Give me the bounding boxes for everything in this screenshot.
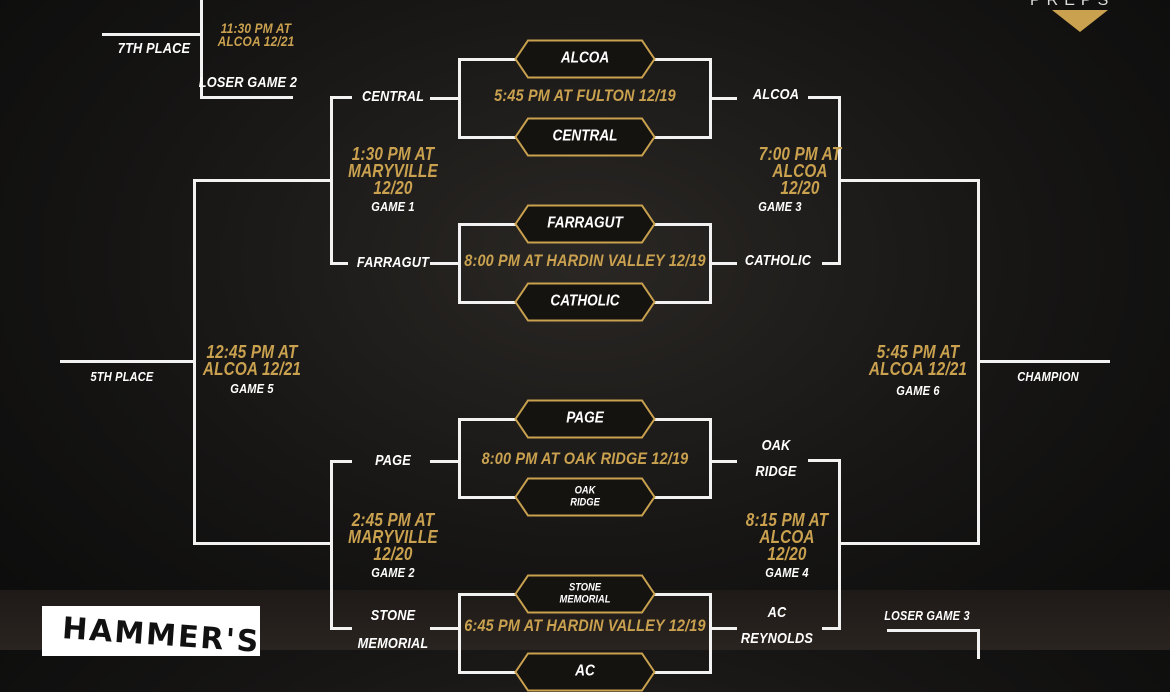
game3-time: 7:00 PM AT ALCOA 12/20 — [758, 144, 842, 199]
matchup-1-top-team: ALCOA — [514, 39, 656, 79]
loser-game-2-label: LOSER GAME 2 — [198, 74, 298, 91]
game1-team-top: CENTRAL — [361, 88, 425, 105]
matchup-2-bottom-team: CATHOLIC — [514, 282, 656, 322]
game2-time: 2:45 PM AT MARYVILLE 12/20 — [348, 510, 438, 565]
game4-team-bottom: AC REYNOLDS — [740, 604, 814, 648]
game1-label: GAME 1 — [371, 199, 415, 214]
preps-logo: PREPS — [1030, 0, 1115, 9]
game6-time: 5:45 PM AT ALCOA 12/21 — [868, 342, 968, 380]
matchup-4-bottom-team: AC — [514, 652, 656, 692]
matchup-2-time: 8:00 PM AT HARDIN VALLEY 12/19 — [464, 251, 706, 270]
game2-team-top: PAGE — [375, 452, 411, 469]
matchup-3-bottom-team: OAK RIDGE — [514, 477, 656, 517]
fifth-place-label: 5TH PLACE — [90, 369, 154, 384]
game4-time: 8:15 PM AT ALCOA 12/20 — [745, 510, 829, 565]
matchup-3-time: 8:00 PM AT OAK RIDGE 12/19 — [481, 449, 689, 468]
game1-time: 1:30 PM AT MARYVILLE 12/20 — [348, 144, 438, 199]
game3-team-top: ALCOA — [752, 86, 800, 103]
chevron-logo-icon — [1052, 10, 1108, 32]
champion-label: CHAMPION — [1017, 369, 1079, 384]
game5-time: 12:45 PM AT ALCOA 12/21 — [202, 342, 302, 380]
game3-label: GAME 3 — [758, 199, 802, 214]
game2-label: GAME 2 — [371, 565, 415, 580]
game1-team-bottom: FARRAGUT — [356, 254, 430, 271]
game4-team-top: OAK RIDGE — [755, 437, 797, 481]
loser-game-3-label: LOSER GAME 3 — [884, 608, 970, 623]
game6-label: GAME 6 — [896, 383, 940, 398]
seventh-place-time: 11:30 PM AT ALCOA 12/21 — [217, 20, 295, 50]
hammers-sponsor-logo: HAMMER'S — [42, 606, 261, 660]
matchup-1-time: 5:45 PM AT FULTON 12/19 — [494, 86, 676, 105]
matchup-3-top-team: PAGE — [514, 399, 656, 439]
game3-team-bottom: CATHOLIC — [744, 252, 812, 269]
game4-label: GAME 4 — [765, 565, 809, 580]
matchup-4-top-team: STONE MEMORIAL — [514, 574, 656, 614]
matchup-4-time: 6:45 PM AT HARDIN VALLEY 12/19 — [464, 616, 706, 635]
game2-team-bottom: STONE MEMORIAL — [357, 607, 429, 652]
game5-label: GAME 5 — [230, 381, 274, 396]
matchup-1-bottom-team: CENTRAL — [514, 117, 656, 157]
matchup-2-top-team: FARRAGUT — [514, 204, 656, 244]
seventh-place-label: 7TH PLACE — [117, 40, 191, 57]
